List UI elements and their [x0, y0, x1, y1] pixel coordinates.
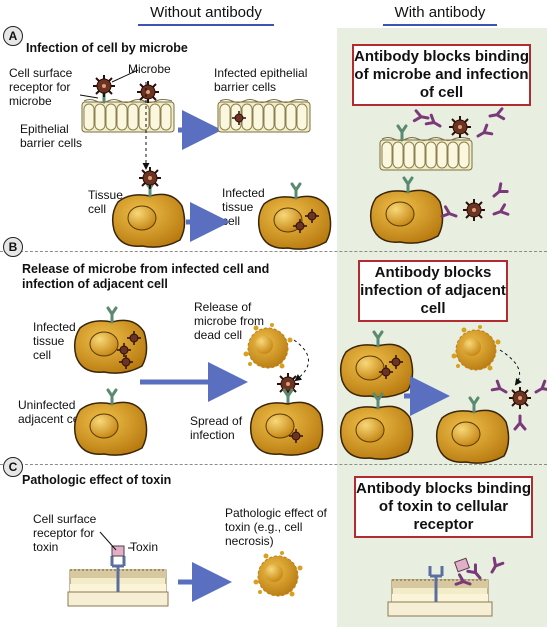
antibody-box-b: Antibody blocks infection of adjacent ce…	[358, 260, 508, 322]
header-without-antibody: Without antibody	[138, 4, 274, 26]
panel-letter-a: A	[3, 26, 23, 46]
panel-letter-b: B	[3, 237, 23, 257]
label-uninfected-cell: Uninfected adjacent cell	[18, 398, 85, 426]
panel-letter-c: C	[3, 457, 23, 477]
separator-ab	[0, 251, 547, 252]
label-toxin: Toxin	[130, 540, 159, 554]
label-infected-tissue-cell-b: Infected tissue cell	[33, 320, 76, 362]
header-with-antibody: With antibody	[383, 4, 497, 26]
separator-bc	[0, 464, 547, 465]
label-pathologic-effect: Pathologic effect of toxin (e.g., cell n…	[225, 506, 327, 548]
label-epithelial-cells: Epithelial barrier cells	[20, 122, 83, 150]
label-tissue-cell: Tissue cell	[88, 188, 123, 216]
antibody-box-a: Antibody blocks binding of microbe and i…	[352, 44, 531, 106]
panel-c-title: Pathologic effect of toxin	[22, 473, 172, 487]
label-receptor-microbe: Cell surface receptor for microbe	[9, 66, 73, 108]
panel-a-title: Infection of cell by microbe	[26, 41, 188, 55]
antibody-box-c: Antibody blocks binding of toxin to cell…	[354, 476, 533, 538]
panel-b-title: Release of microbe from infected cell an…	[22, 262, 270, 291]
label-infected-epithelial: Infected epithelial barrier cells	[214, 66, 308, 94]
label-spread-infection: Spread of infection	[190, 414, 243, 442]
label-receptor-toxin: Cell surface receptor for toxin	[33, 512, 97, 554]
label-microbe: Microbe	[128, 62, 171, 76]
label-release-microbe: Release of microbe from dead cell	[194, 300, 265, 342]
